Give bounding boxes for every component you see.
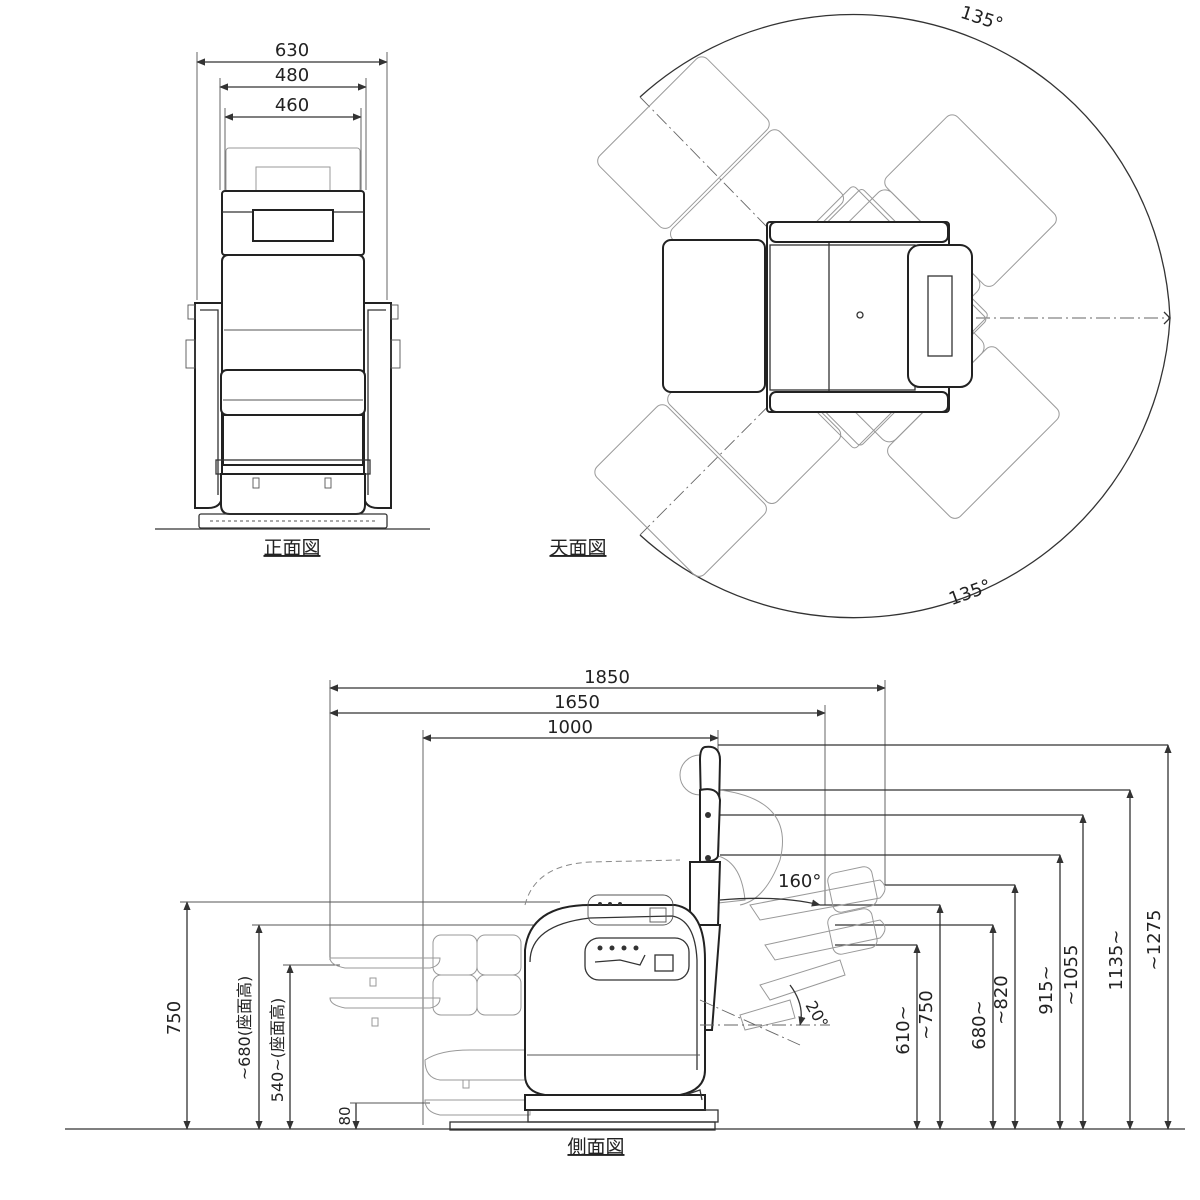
- left-dim-680-seat: ~680(座面高): [235, 976, 254, 1080]
- left-dim-750: 750: [164, 1001, 185, 1035]
- swivel-angle-bottom: 135°: [946, 576, 994, 611]
- front-view-label: 正面図: [263, 537, 320, 559]
- height-dim-610: 610~: [893, 1005, 914, 1054]
- height-dim-680: 680~: [969, 1000, 990, 1049]
- front-dim-630: 630: [275, 40, 309, 61]
- height-dim-820: ~820: [991, 975, 1012, 1024]
- side-view-label: 側面図: [567, 1136, 624, 1158]
- side-dim-1850: 1850: [584, 667, 630, 688]
- height-dim-1135: 1135~: [1106, 930, 1127, 991]
- height-dim-1055: ~1055: [1061, 945, 1082, 1006]
- front-dim-480: 480: [275, 65, 309, 86]
- front-view: 630 480 460 正面図: [155, 40, 430, 559]
- left-dim-540-seat: 540~(座面高): [268, 998, 287, 1102]
- front-dim-460: 460: [275, 95, 309, 116]
- height-dim-1275: ~1275: [1144, 910, 1165, 971]
- top-view-label: 天面図: [549, 537, 606, 559]
- left-dim-80: 80: [336, 1106, 354, 1125]
- swivel-angle-top: 135°: [958, 2, 1006, 35]
- height-dim-915: 915~: [1036, 965, 1057, 1014]
- leg-angle-label: 20°: [802, 998, 833, 1032]
- side-view: 1850 1650 1000 ~1275 1135~ ~1055 915~ ~8…: [65, 667, 1185, 1131]
- top-view: 135° 135°: [594, 2, 1171, 619]
- height-dim-750: ~750: [916, 990, 937, 1039]
- side-dim-1000: 1000: [547, 717, 593, 738]
- side-dim-1650: 1650: [554, 692, 600, 713]
- recline-angle-label: 160°: [778, 871, 821, 892]
